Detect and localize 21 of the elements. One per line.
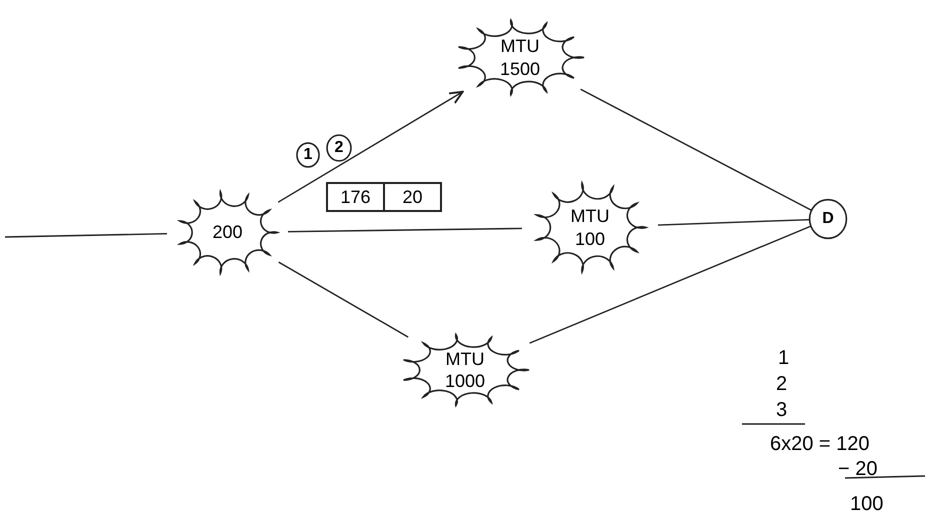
node-label: D bbox=[822, 209, 834, 229]
calculation-text: 2 bbox=[776, 372, 788, 397]
node-label: MTU 100 bbox=[570, 205, 610, 250]
calculation-text: 3 bbox=[776, 398, 788, 423]
node-label: 1 bbox=[304, 145, 312, 165]
node-label: 2 bbox=[334, 138, 344, 158]
calculation-text: 100 bbox=[850, 492, 884, 517]
connector-line bbox=[529, 225, 812, 344]
packet-field: 176 bbox=[328, 184, 385, 210]
calculation-text: 1 bbox=[778, 346, 790, 371]
connector-line bbox=[580, 88, 812, 212]
packet-box bbox=[326, 182, 442, 212]
calculation-text: 6x20 = 120 bbox=[770, 432, 870, 457]
node-label: MTU 1000 bbox=[444, 348, 486, 392]
node-label: MTU 1500 bbox=[498, 35, 542, 80]
calculation-text: − 20 bbox=[838, 457, 878, 482]
connector-line bbox=[278, 262, 409, 338]
packet-field: 20 bbox=[385, 184, 440, 210]
node-label: 200 bbox=[211, 221, 244, 244]
connector-line bbox=[658, 218, 810, 226]
connector-line bbox=[278, 90, 464, 203]
